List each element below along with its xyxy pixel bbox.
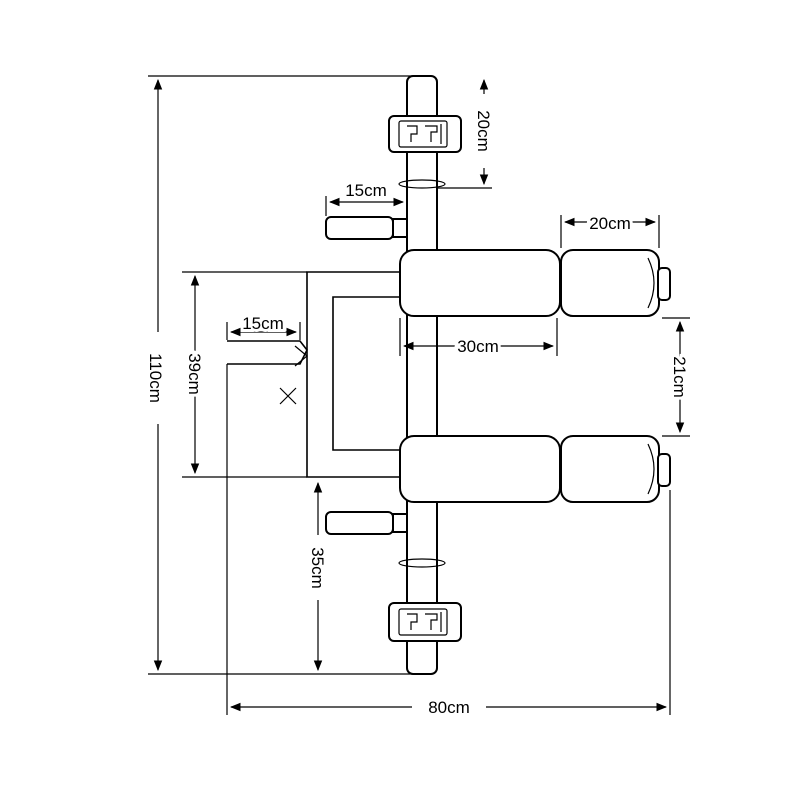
- lower-handle: [325, 511, 408, 535]
- label-overall-height: 110cm: [146, 353, 165, 403]
- vertical-post: [406, 75, 438, 675]
- upper-clamp: [388, 115, 462, 189]
- label-lower-post: 35cm: [308, 547, 327, 589]
- dimension-upper-handle: 15cm: [325, 181, 408, 216]
- dimension-back-pad: 20cm: [560, 211, 660, 248]
- label-side-handle: 15cm: [242, 314, 284, 333]
- upper-handle: [325, 216, 408, 240]
- label-pad-gap: 21cm: [670, 356, 689, 398]
- frame: [306, 271, 401, 478]
- dimension-overall-width: 80cm: [226, 400, 671, 717]
- dimension-upper-post: 20cm: [437, 78, 493, 189]
- dimension-overall-height: 110cm: [146, 75, 420, 675]
- side-handle: [226, 340, 308, 405]
- dimension-frame-depth: 39cm: [182, 271, 307, 478]
- dimension-pad-gap: 21cm: [662, 317, 692, 437]
- label-seat-pad: 30cm: [457, 337, 499, 356]
- upper-pads: [399, 249, 671, 317]
- label-back-pad: 20cm: [589, 214, 631, 233]
- label-overall-width: 80cm: [428, 698, 470, 717]
- label-upper-handle: 15cm: [345, 181, 387, 200]
- label-frame-depth: 39cm: [185, 353, 204, 395]
- dimension-side-handle: 15cm: [226, 311, 301, 340]
- lower-clamp: [388, 558, 462, 642]
- dimension-lower-post: 35cm: [308, 481, 327, 672]
- lower-pads: [399, 435, 671, 503]
- label-upper-post: 20cm: [474, 110, 493, 152]
- dimension-seat-pad: 30cm: [399, 318, 558, 359]
